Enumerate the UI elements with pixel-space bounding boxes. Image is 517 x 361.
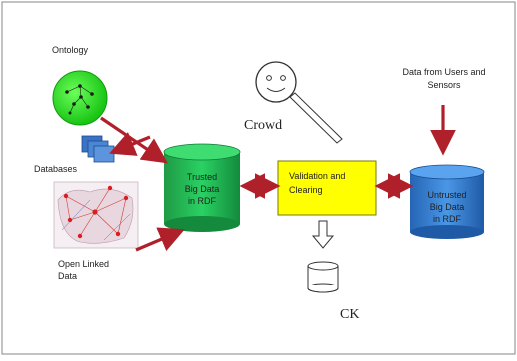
- ck-cylinder-icon: [307, 261, 339, 293]
- open-linked-data-map-icon: [53, 181, 139, 249]
- databases-stack-icon: [81, 135, 115, 163]
- open-linked-data-label-line2: Data: [58, 271, 78, 281]
- open-linked-to-trusted-arrow: [135, 227, 185, 252]
- ontology-label: Ontology: [52, 45, 89, 55]
- databases-label: Databases: [34, 164, 78, 174]
- trusted-big-data-cylinder: [163, 143, 241, 232]
- databases-link-arrow: [109, 132, 151, 156]
- users-sensors-label-line2: Sensors: [427, 80, 461, 90]
- trusted-label-line2: Big Data: [184, 184, 220, 194]
- trusted-label-line3: in RDF: [187, 196, 216, 206]
- open-linked-data-label-line1: Open Linked: [58, 259, 110, 269]
- untrusted-label-line1: Untrusted: [427, 190, 467, 200]
- validation-label-line2: Clearing: [289, 185, 323, 195]
- ck-label: CK: [340, 307, 360, 322]
- crowd-label: Crowd: [244, 118, 283, 133]
- untrusted-big-data-cylinder: [409, 164, 485, 239]
- users-sensors-label-line1: Data from Users and: [402, 67, 486, 77]
- untrusted-label-line2: Big Data: [429, 202, 465, 212]
- ontology-graph-icon: [52, 70, 108, 126]
- validation-clearing-box: [277, 160, 377, 216]
- validation-label-line1: Validation and: [289, 171, 346, 181]
- trusted-label-line1: Trusted: [186, 172, 218, 182]
- validation-to-ck-arrow: [311, 220, 335, 249]
- crowd-magnifier-icon: [255, 61, 343, 144]
- untrusted-label-line3: in RDF: [432, 214, 461, 224]
